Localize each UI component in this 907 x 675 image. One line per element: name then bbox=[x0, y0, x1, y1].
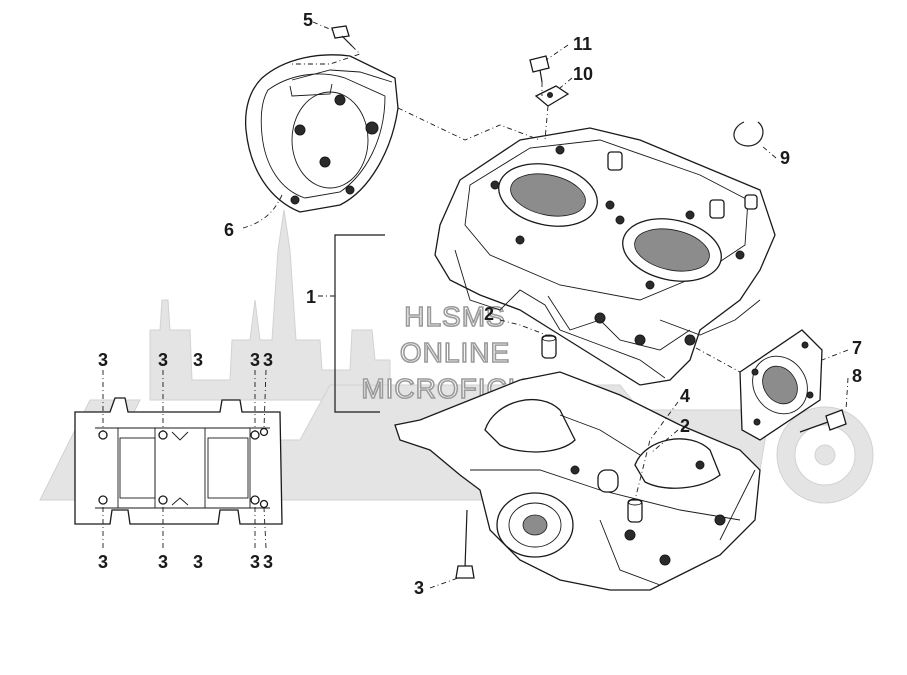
bolt-label-top: 3 bbox=[263, 350, 273, 370]
callout-6: 6 bbox=[224, 220, 234, 240]
bolt-label-top: 3 bbox=[98, 350, 108, 370]
callout-8: 8 bbox=[852, 366, 862, 386]
part-dowel-lower[interactable] bbox=[627, 498, 643, 523]
callout-5: 5 bbox=[303, 10, 313, 30]
part-end-plate[interactable] bbox=[739, 329, 823, 441]
part-screw-5[interactable] bbox=[331, 25, 353, 47]
callout-1: 1 bbox=[306, 287, 316, 307]
watermark-line-2: ONLINE bbox=[400, 337, 510, 368]
callout-3-bolt: 3 bbox=[414, 578, 424, 598]
part-screw-11[interactable] bbox=[529, 55, 550, 83]
part-snap-ring[interactable] bbox=[733, 121, 764, 147]
part-upper-crankcase[interactable] bbox=[434, 127, 776, 386]
leader-lines bbox=[102, 21, 849, 589]
callout-11: 11 bbox=[573, 34, 592, 54]
callout-10: 10 bbox=[573, 64, 593, 84]
bolt-label-bottom: 3 bbox=[193, 552, 203, 572]
part-long-bolt[interactable] bbox=[455, 509, 475, 579]
assembly-bracket bbox=[334, 234, 385, 413]
part-bolt-8[interactable] bbox=[799, 409, 847, 433]
bolt-label-bottom: 3 bbox=[250, 552, 260, 572]
bolt-label-bottom: 3 bbox=[158, 552, 168, 572]
bolt-label-top: 3 bbox=[158, 350, 168, 370]
bolt-label-bottom: 3 bbox=[98, 552, 108, 572]
part-housing-cover[interactable] bbox=[244, 54, 399, 213]
callout-2-upper: 2 bbox=[484, 304, 494, 324]
part-dowel-upper[interactable] bbox=[541, 334, 557, 359]
callout-2-lower: 2 bbox=[680, 416, 690, 436]
bolt-label-top: 3 bbox=[250, 350, 260, 370]
callout-9: 9 bbox=[780, 148, 790, 168]
bolt-label-top: 3 bbox=[193, 350, 203, 370]
watermark-line-3: MICROFICHE bbox=[361, 373, 548, 404]
callout-7: 7 bbox=[852, 338, 862, 358]
part-bracket[interactable] bbox=[534, 85, 570, 107]
bolt-pattern-view bbox=[74, 397, 283, 525]
callout-4: 4 bbox=[680, 386, 690, 406]
watermark-skyline bbox=[149, 209, 391, 401]
callouts: 5 11 10 9 6 1 2 7 8 4 2 3 3 3 3 3 3 3 3 … bbox=[98, 10, 862, 598]
part-lower-crankcase[interactable] bbox=[394, 371, 761, 591]
bolt-label-bottom: 3 bbox=[263, 552, 273, 572]
